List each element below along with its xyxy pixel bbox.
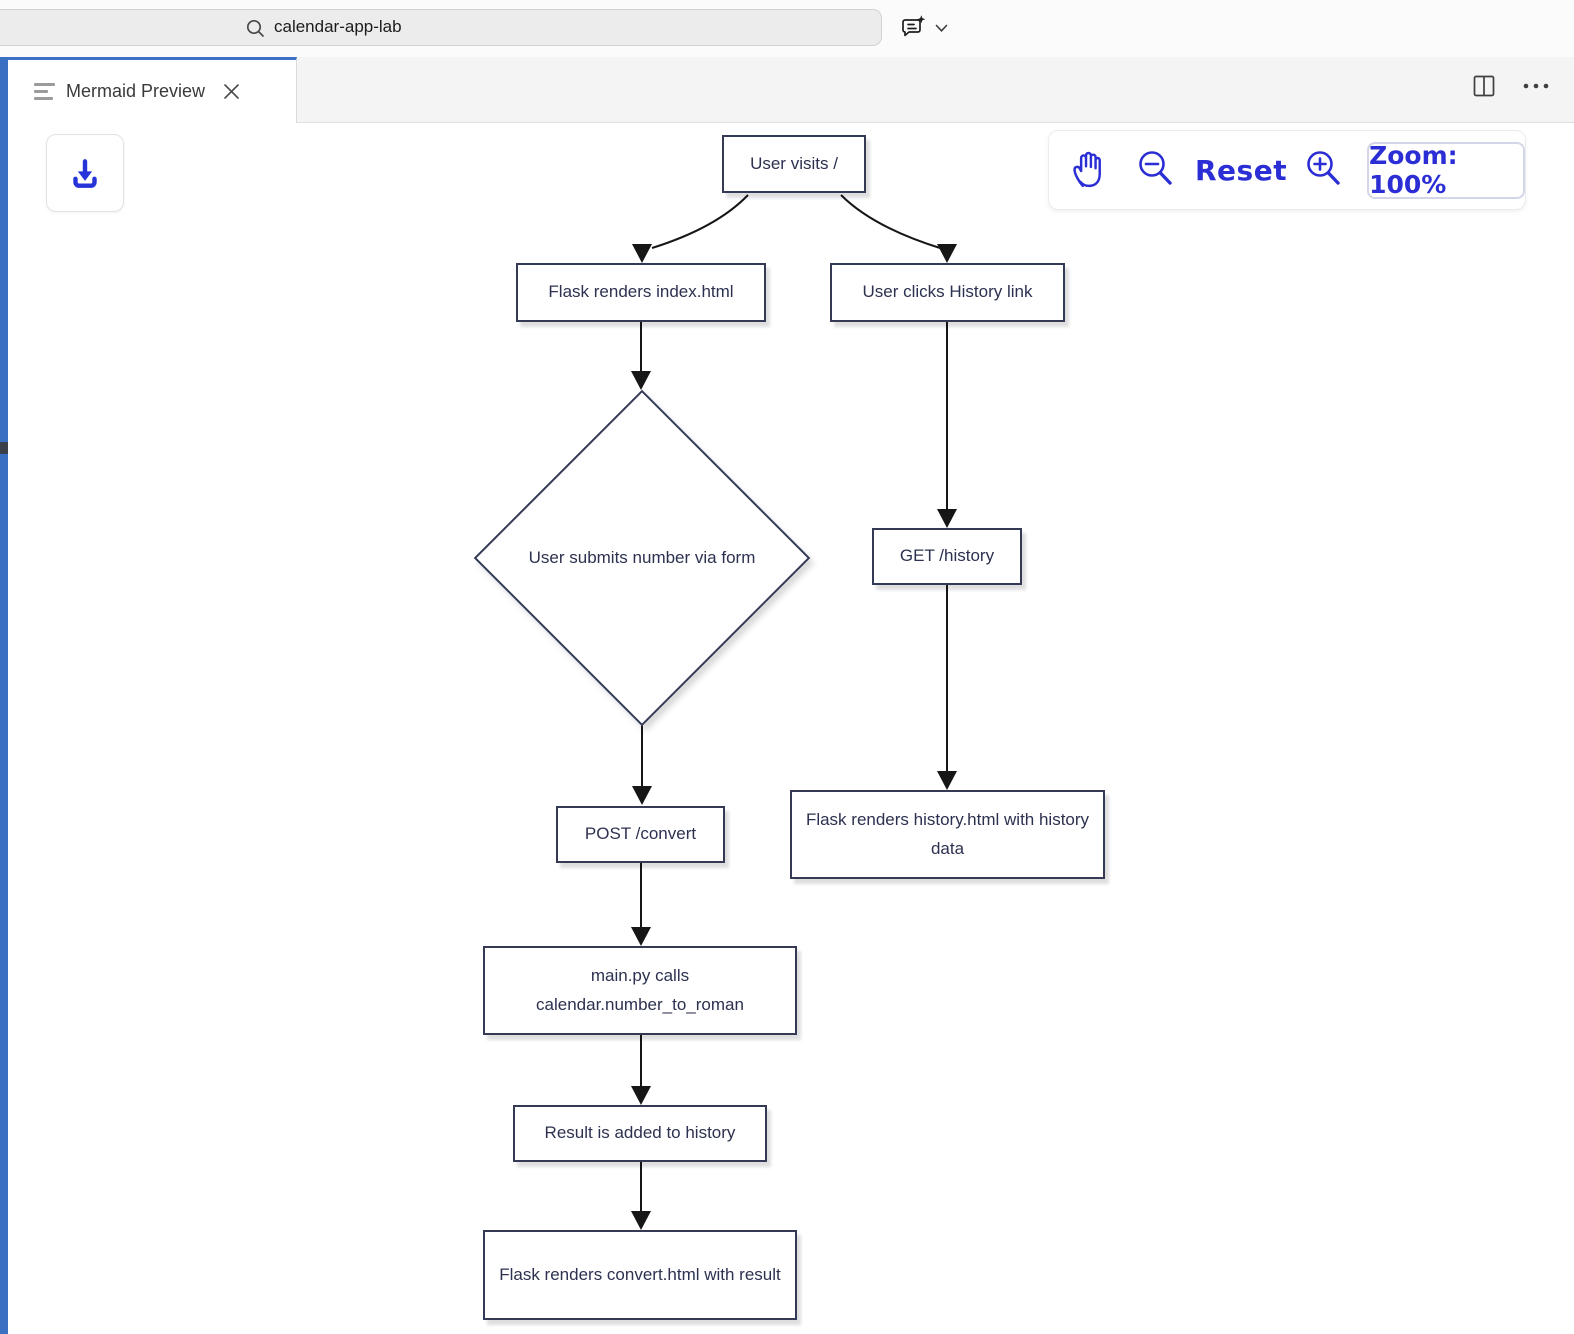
mermaid-preview-canvas[interactable]	[8, 123, 1574, 1334]
download-icon	[73, 159, 97, 188]
tab-mermaid-preview[interactable]: Mermaid Preview	[8, 57, 297, 123]
node-user-clicks-history: User clicks History link	[830, 263, 1065, 322]
pan-hand-button[interactable]	[1067, 148, 1107, 192]
node-post-convert: POST /convert	[556, 806, 725, 863]
copilot-menu-button[interactable]	[900, 12, 964, 45]
download-diagram-button[interactable]	[46, 134, 124, 212]
zoom-level-indicator[interactable]: Zoom: 100%	[1367, 141, 1525, 199]
zoom-in-button[interactable]	[1303, 149, 1345, 191]
split-editor-button[interactable]	[1472, 74, 1496, 98]
search-icon	[246, 19, 265, 43]
chevron-down-icon	[935, 21, 948, 36]
tab-title: Mermaid Preview	[66, 81, 206, 101]
node-user-visits: User visits /	[722, 135, 866, 193]
tabstrip-divider	[297, 122, 1574, 123]
node-flask-history: Flask renders history.html with history …	[790, 790, 1105, 879]
tab-close-icon[interactable]	[219, 80, 243, 104]
zoom-level-label: Zoom: 100%	[1369, 141, 1458, 199]
diamond-label: User submits number via form	[528, 548, 756, 567]
node-get-history: GET /history	[872, 528, 1022, 585]
node-flask-convert: Flask renders convert.html with result	[483, 1230, 797, 1320]
sash-grip[interactable]	[0, 442, 8, 454]
zoom-out-icon	[1139, 151, 1172, 185]
window-titlebar: calendar-app-lab	[0, 0, 1574, 57]
preview-zoom-toolbar: Reset Zoom: 100%	[1048, 130, 1526, 210]
node-result-history: Result is added to history	[513, 1105, 767, 1162]
zoom-out-button[interactable]	[1135, 149, 1177, 191]
reset-zoom-button[interactable]: Reset	[1195, 153, 1288, 187]
hand-icon	[1073, 151, 1101, 188]
preview-document-icon	[34, 83, 55, 100]
node-submit-number-diamond: User submits number via form	[473, 389, 811, 727]
command-center-search[interactable]	[0, 9, 882, 46]
more-actions-button[interactable]	[1522, 82, 1550, 90]
node-flask-index: Flask renders index.html	[516, 263, 766, 322]
search-input-value[interactable]: calendar-app-lab	[274, 17, 402, 36]
copilot-chat-icon	[900, 13, 928, 44]
panel-resize-sash[interactable]	[0, 57, 8, 1334]
zoom-in-icon	[1307, 151, 1340, 185]
node-main-py: main.py calls calendar.number_to_roman	[483, 946, 797, 1035]
